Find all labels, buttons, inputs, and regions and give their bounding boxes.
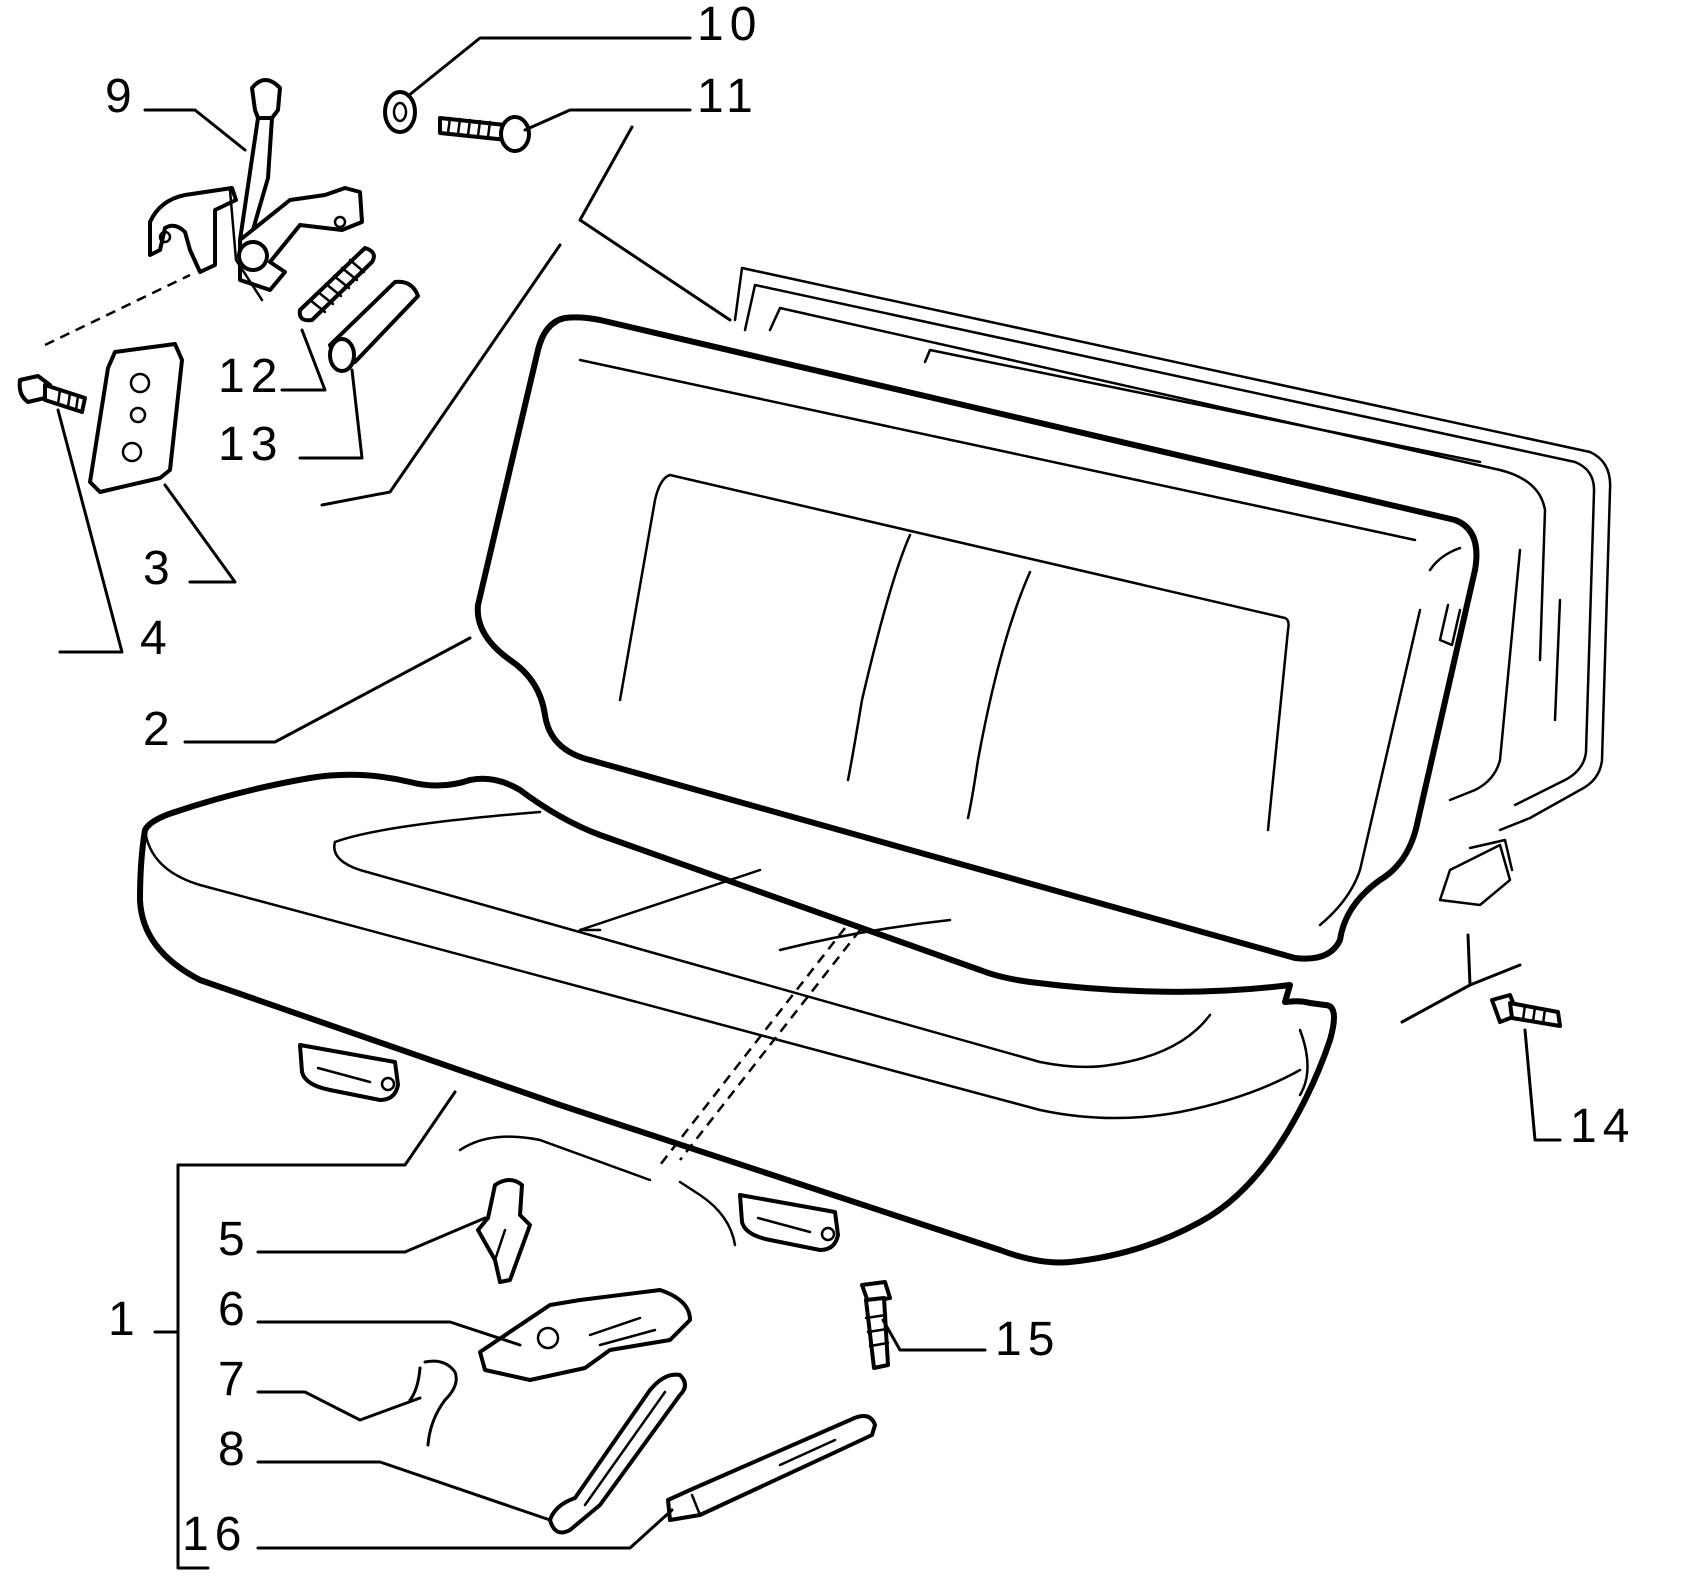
screw-part-11 xyxy=(438,115,531,153)
bolt-part-14 xyxy=(1490,993,1562,1028)
strap-part-8 xyxy=(548,1372,687,1535)
callout-8: 8 xyxy=(218,1423,251,1476)
callout-12: 12 xyxy=(218,350,283,403)
callout-2: 2 xyxy=(143,703,176,756)
seat-lever-part-9 xyxy=(148,78,364,302)
seat-frame-outline xyxy=(733,266,1612,907)
bracket-part-3 xyxy=(88,342,184,494)
callout-5: 5 xyxy=(218,1213,251,1266)
callout-13: 13 xyxy=(218,418,283,471)
callout-4: 4 xyxy=(140,612,173,665)
bolt-part-4 xyxy=(17,374,87,414)
plate-part-6 xyxy=(478,1288,692,1382)
wire-part-7 xyxy=(408,1359,458,1447)
bolt-part-15 xyxy=(860,1280,892,1370)
callout-16: 16 xyxy=(182,1508,247,1561)
callout-labels: 10 11 9 12 13 3 4 2 1 5 6 7 8 16 15 14 xyxy=(105,0,1635,1561)
strap-part-16 xyxy=(666,1414,877,1522)
callout-11: 11 xyxy=(697,70,759,123)
seat-hinge-right xyxy=(738,1193,840,1252)
seat-hinge-left xyxy=(298,1043,400,1102)
washer-part-10 xyxy=(383,90,417,134)
sleeve-part-13 xyxy=(328,279,420,373)
spring-part-12 xyxy=(297,246,376,323)
callout-14: 14 xyxy=(1570,1100,1635,1153)
callout-9: 9 xyxy=(105,70,138,123)
callout-15: 15 xyxy=(995,1313,1060,1366)
callout-7: 7 xyxy=(218,1353,251,1406)
callout-6: 6 xyxy=(218,1283,251,1336)
seat-cushion xyxy=(137,771,1337,1266)
clip-part-5 xyxy=(476,1178,532,1284)
leader-lines xyxy=(56,36,1562,1570)
callout-1: 1 xyxy=(108,1293,141,1346)
callout-10: 10 xyxy=(697,0,762,51)
callout-3: 3 xyxy=(143,542,176,595)
backrest xyxy=(474,314,1480,962)
